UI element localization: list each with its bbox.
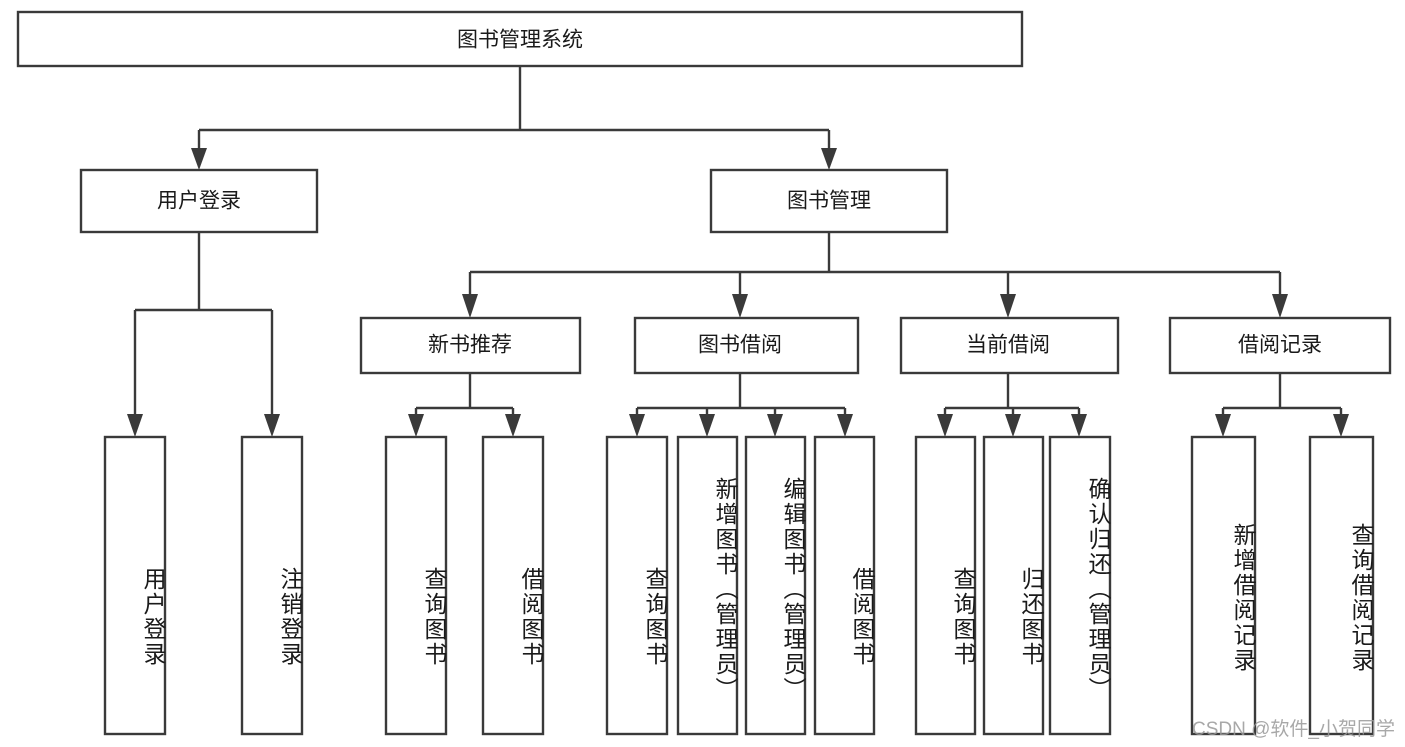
leaf-box-user-login-2[interactable] — [240, 435, 304, 736]
arrow-icon-borrow-record-leaf-2 — [1333, 414, 1349, 437]
node-current-borrow-box[interactable] — [899, 316, 1120, 375]
node-book-borrow-label: 图书借阅 — [698, 334, 782, 357]
node-current-borrow[interactable]: 当前借阅 — [899, 316, 1120, 375]
leaf-box-book-borrow-2[interactable] — [676, 435, 739, 736]
arrow-icon-book-borrow-leaf-2 — [699, 414, 715, 437]
connector-group-new-book-recommend — [408, 373, 521, 437]
arrow-icon-to-new-book — [462, 294, 478, 318]
arrow-icon-user-login-leaf-1 — [127, 414, 143, 437]
arrow-icon-book-borrow-leaf-1 — [629, 414, 645, 437]
arrow-icon-current-borrow-leaf-3 — [1071, 414, 1087, 437]
connector-group-current-borrow — [937, 373, 1087, 437]
csdn-watermark: CSDN @软件_小贺同学 — [1192, 719, 1395, 740]
connector-group-user-login — [127, 232, 280, 437]
arrow-icon-book-borrow-leaf-3 — [767, 414, 783, 437]
arrow-icon-to-user-login — [191, 148, 207, 170]
leaf-box-borrow-record-2[interactable] — [1308, 435, 1375, 736]
node-borrow-record-label: 借阅记录 — [1238, 334, 1322, 357]
arrow-icon-to-book-borrow — [732, 294, 748, 318]
node-user-login-box[interactable] — [79, 168, 319, 234]
arrow-icon-current-borrow-leaf-1 — [937, 414, 953, 437]
arrow-icon-current-borrow-leaf-2 — [1005, 414, 1021, 437]
arrow-icon-new-book-leaf-1 — [408, 414, 424, 437]
arrow-icon-new-book-leaf-2 — [505, 414, 521, 437]
node-book-borrow-box[interactable] — [633, 316, 860, 375]
leaf-box-book-borrow-4[interactable] — [813, 435, 876, 736]
node-borrow-record-box[interactable] — [1168, 316, 1392, 375]
node-user-login[interactable]: 用户登录 — [79, 168, 319, 234]
node-book-management-label: 图书管理 — [787, 190, 871, 213]
leaf-box-current-borrow-1[interactable] — [914, 435, 977, 736]
leaf-box-book-borrow-1[interactable] — [605, 435, 669, 736]
connector-group-borrow-record — [1215, 373, 1349, 437]
arrow-icon-user-login-leaf-2 — [264, 414, 280, 437]
node-book-borrow[interactable]: 图书借阅 — [633, 316, 860, 375]
arrow-icon-borrow-record-leaf-1 — [1215, 414, 1231, 437]
node-new-book-recommend[interactable]: 新书推荐 — [359, 316, 582, 375]
leaf-box-current-borrow-3[interactable] — [1048, 435, 1112, 736]
node-borrow-record[interactable]: 借阅记录 — [1168, 316, 1392, 375]
arrow-icon-to-current-borrow — [1000, 294, 1016, 318]
node-user-login-label: 用户登录 — [157, 190, 241, 213]
node-new-book-recommend-label: 新书推荐 — [428, 334, 512, 357]
node-book-management-box[interactable] — [709, 168, 949, 234]
connector-group-book-borrow — [629, 373, 853, 437]
node-root-label: 图书管理系统 — [457, 29, 583, 52]
leaf-box-book-borrow-3[interactable] — [744, 435, 807, 736]
node-book-management[interactable]: 图书管理 — [709, 168, 949, 234]
connector-group-root-to-level2 — [191, 66, 837, 170]
arrow-icon-book-borrow-leaf-4 — [837, 414, 853, 437]
connector-group-book-manage — [462, 232, 1288, 318]
leaf-box-user-login-1[interactable] — [103, 435, 167, 736]
arrow-icon-to-borrow-record — [1272, 294, 1288, 318]
node-root-book-management-system[interactable]: 图书管理系统 — [16, 10, 1024, 68]
leaf-box-new-book-2[interactable] — [481, 435, 545, 736]
leaf-box-new-book-1[interactable] — [384, 435, 448, 736]
arrow-icon-to-book-manage — [821, 148, 837, 170]
leaf-box-current-borrow-2[interactable] — [982, 435, 1045, 736]
node-root-box[interactable] — [16, 10, 1024, 68]
leaf-box-borrow-record-1[interactable] — [1190, 435, 1257, 736]
node-new-book-recommend-box[interactable] — [359, 316, 582, 375]
node-current-borrow-label: 当前借阅 — [966, 334, 1050, 357]
